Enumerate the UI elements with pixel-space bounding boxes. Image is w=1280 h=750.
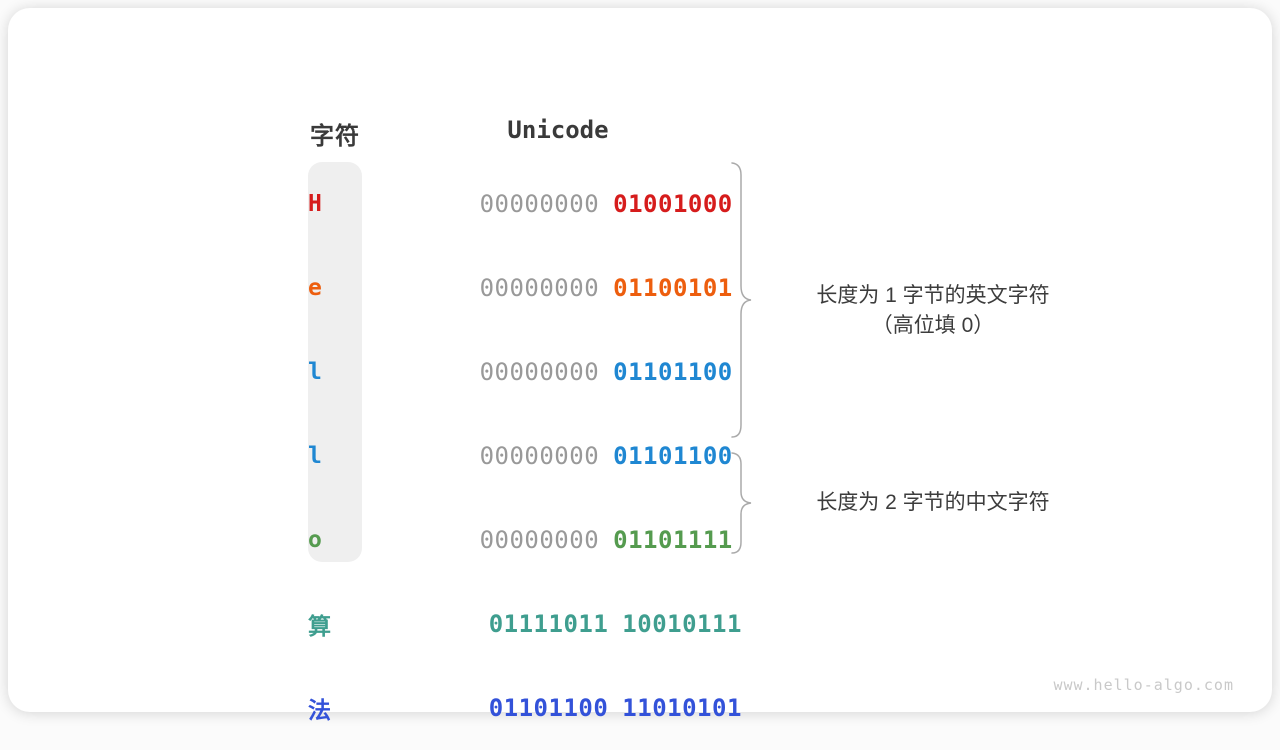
byte2: 01001000 xyxy=(613,190,733,218)
annotation-line: （高位填 0） xyxy=(871,314,995,337)
binary-value: 00000000 01101111 xyxy=(390,498,733,582)
brace-2-byte-group-icon xyxy=(731,452,752,554)
char-cell: H xyxy=(308,191,322,217)
byte1: 01101100 xyxy=(488,694,609,722)
binary-value: 01101100 11010101 xyxy=(399,666,742,750)
byte2: 01101100 xyxy=(613,358,733,386)
byte2: 10010111 xyxy=(622,610,742,638)
binary-value: 01111011 10010111 xyxy=(399,582,742,666)
column-header-character: 字符 xyxy=(310,123,360,150)
table-row: 算 01111011 10010111 xyxy=(308,582,741,666)
binary-value: 00000000 01100101 xyxy=(390,246,733,330)
rows: H 00000000 01001000 e 00000000 01100101 l … xyxy=(308,162,741,724)
table-row: H 00000000 01001000 xyxy=(308,162,732,246)
table-row: o 00000000 01101111 xyxy=(308,498,732,582)
char-cell: l xyxy=(308,443,322,469)
char-cell: e xyxy=(308,275,322,301)
annotation-line: 长度为 1 字节的英文字符 xyxy=(816,284,1050,307)
table-row: l 00000000 01101100 xyxy=(308,330,732,414)
binary-value: 00000000 01101100 xyxy=(390,330,733,414)
character-column-strip xyxy=(308,162,362,562)
table-row: 法 01101100 11010101 xyxy=(308,666,741,750)
byte2: 11010101 xyxy=(622,694,742,722)
table-row: l 00000000 01101100 xyxy=(308,414,732,498)
diagram-card: 字符 Unicode H 00000000 01001000 e 00000000… xyxy=(8,8,1272,724)
annotation-chinese-chars: 长度为 2 字节的中文字符 xyxy=(778,488,1088,518)
byte1: 00000000 xyxy=(479,358,600,386)
brace-1-byte-group-icon xyxy=(731,162,752,438)
char-cell: 算 xyxy=(308,614,331,640)
byte2: 01101111 xyxy=(613,526,733,554)
binary-value: 00000000 01001000 xyxy=(390,162,733,246)
byte2: 01101100 xyxy=(613,442,733,470)
byte1: 00000000 xyxy=(479,526,600,554)
char-cell: 法 xyxy=(308,698,331,724)
annotation-english-chars: 长度为 1 字节的英文字符 （高位填 0） xyxy=(778,281,1088,341)
byte1: 01111011 xyxy=(488,610,609,638)
column-header-unicode: Unicode xyxy=(507,116,609,144)
byte1: 00000000 xyxy=(479,442,600,470)
annotation-line: 长度为 2 字节的中文字符 xyxy=(816,491,1050,514)
watermark-url: www.hello-algo.com xyxy=(1053,676,1234,694)
byte1: 00000000 xyxy=(479,274,600,302)
binary-value: 00000000 01101100 xyxy=(390,414,733,498)
char-cell: o xyxy=(308,527,322,553)
table-row: e 00000000 01100101 xyxy=(308,246,732,330)
char-cell: l xyxy=(308,359,322,385)
byte1: 00000000 xyxy=(479,190,600,218)
byte2: 01100101 xyxy=(613,274,733,302)
